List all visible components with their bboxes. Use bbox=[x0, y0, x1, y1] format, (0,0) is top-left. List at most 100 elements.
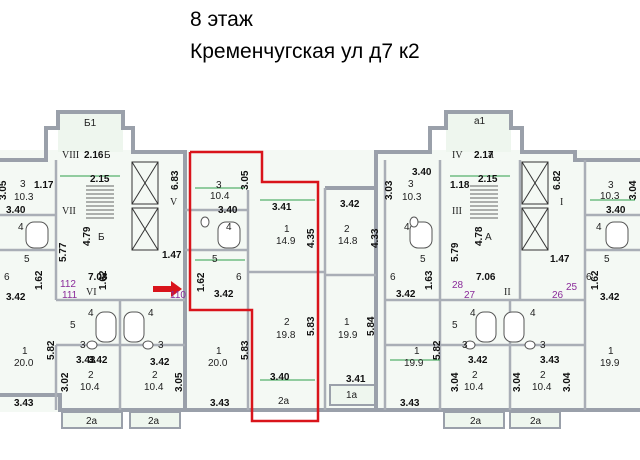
room-num-rb4a: 4 bbox=[470, 308, 476, 319]
room-num-rb2b: 2 bbox=[540, 370, 546, 381]
interior-walls bbox=[0, 160, 640, 410]
room-num-rb4b: 4 bbox=[530, 308, 536, 319]
room-area-c2: 14.8 bbox=[338, 236, 358, 247]
dim-305b: 3.05 bbox=[174, 372, 185, 392]
room-roman-IV: IV bbox=[452, 150, 463, 161]
dim-162a: 1.62 bbox=[34, 270, 45, 290]
room-num-ll2b: 2 bbox=[152, 370, 158, 381]
dim-435: 4.35 bbox=[306, 228, 317, 248]
room-area-ll1: 20.0 bbox=[14, 358, 34, 369]
dim-304b: 3.04 bbox=[512, 372, 523, 392]
number-27: 27 bbox=[464, 290, 476, 301]
room-area-lm1: 20.0 bbox=[208, 358, 228, 369]
dim-162c: 1.62 bbox=[196, 272, 207, 292]
dim-343d: 3.43 bbox=[400, 398, 420, 409]
dim-162d: 1.62 bbox=[590, 270, 601, 290]
room-roman-VI: VI bbox=[86, 287, 97, 298]
room-num-c2: 2 bbox=[344, 224, 350, 235]
loggias bbox=[61, 384, 561, 429]
elevator-shaft-icon bbox=[131, 161, 549, 251]
dim-342f: 3.42 bbox=[468, 355, 488, 366]
dim-579: 5.79 bbox=[450, 242, 461, 262]
dim-343a: 3.43 bbox=[14, 398, 34, 409]
room-num-lm1: 1 bbox=[216, 346, 222, 357]
room-area-ll2b: 10.4 bbox=[144, 382, 164, 393]
dim-341a: 3.41 bbox=[272, 202, 292, 213]
dim-582b: 5.82 bbox=[432, 340, 443, 360]
loggia-2a-mid: 2а bbox=[148, 416, 160, 427]
room-num-ll3b: 3 bbox=[158, 340, 164, 351]
room-num-ll3a: 3 bbox=[80, 340, 86, 351]
dim-304c: 3.04 bbox=[562, 372, 573, 392]
room-area-rb2a: 10.4 bbox=[464, 382, 484, 393]
room-num-hl1: 1 bbox=[284, 224, 290, 235]
dim-583b: 5.83 bbox=[306, 316, 317, 336]
room-roman-VIII: VIII bbox=[62, 150, 79, 161]
dim-163: 1.63 bbox=[424, 270, 435, 290]
dim-584: 5.84 bbox=[366, 316, 377, 336]
room-area-hl1: 14.9 bbox=[276, 236, 296, 247]
dimension-lines bbox=[60, 175, 635, 381]
dim-342g: 3.42 bbox=[340, 199, 360, 210]
room-num-ll5: 5 bbox=[70, 320, 76, 331]
dim-162b: 1.62 bbox=[98, 270, 109, 290]
loggia-2a-right: 2а bbox=[470, 416, 482, 427]
number-25: 25 bbox=[566, 282, 578, 293]
room-num-rr6: 6 bbox=[586, 272, 592, 283]
dim-343e: 3.43 bbox=[540, 355, 560, 366]
room-num-rm4: 4 bbox=[404, 222, 410, 233]
room-area-rr1: 19.9 bbox=[600, 358, 620, 369]
dim-683: 6.83 bbox=[170, 170, 181, 190]
room-roman-V: V bbox=[170, 197, 178, 208]
dim-340e: 3.40 bbox=[270, 372, 290, 383]
dim-305: 3.05 bbox=[240, 170, 251, 190]
dim-118: 1.18 bbox=[450, 180, 470, 191]
room-num-rr3: 3 bbox=[608, 180, 614, 191]
dim-478: 4.78 bbox=[474, 226, 485, 246]
room-area-c1: 19.9 bbox=[338, 330, 358, 341]
number-110: 110 bbox=[170, 290, 186, 301]
dim-341b: 3.41 bbox=[346, 374, 366, 385]
room-roman-I: I bbox=[560, 197, 563, 208]
room-num-rr5: 5 bbox=[604, 254, 610, 265]
address-title: Кременчугская ул д7 к2 bbox=[190, 40, 420, 63]
highlighted-apartment-outline bbox=[188, 150, 320, 423]
dim-215a: 2.15 bbox=[90, 174, 110, 185]
letter-a-2: а bbox=[488, 150, 494, 161]
dim-682: 6.82 bbox=[552, 170, 563, 190]
dim-340a: 3.40 bbox=[6, 205, 26, 216]
letter-a-1: А bbox=[485, 232, 492, 243]
dim-583a: 5.83 bbox=[240, 340, 251, 360]
dim-340c: 3.40 bbox=[412, 167, 432, 178]
dim-217: 2.17 bbox=[474, 150, 494, 161]
room-area-rb2b: 10.4 bbox=[532, 382, 552, 393]
staircase-icon bbox=[86, 185, 498, 219]
entrance-arrow-icon bbox=[153, 281, 182, 297]
dim-215b: 2.15 bbox=[478, 174, 498, 185]
room-num-lw5: 5 bbox=[24, 254, 30, 265]
dim-342d: 3.42 bbox=[600, 292, 620, 303]
dim-433: 4.33 bbox=[370, 228, 381, 248]
toilet-icon bbox=[86, 216, 536, 350]
number-111: 111 bbox=[62, 290, 78, 301]
dim-342e: 3.42 bbox=[150, 357, 170, 368]
dim-147a: 1.47 bbox=[162, 250, 182, 261]
dim-303: 3.03 bbox=[384, 180, 395, 200]
room-num-ll4a: 4 bbox=[88, 308, 94, 319]
room-num-rb5: 5 bbox=[452, 320, 458, 331]
number-28: 28 bbox=[452, 280, 464, 291]
letter-b-2: Б bbox=[98, 232, 105, 243]
room-area-ll2a: 10.4 bbox=[80, 382, 100, 393]
dim-708: 7.08 bbox=[88, 272, 108, 283]
dim-117: 1.17 bbox=[34, 180, 54, 191]
room-num-rm3: 3 bbox=[408, 179, 414, 190]
loggia-1a: 1а bbox=[346, 390, 358, 401]
loggia-2a-highlight: 2а bbox=[278, 396, 290, 407]
room-area-rb1: 19.9 bbox=[404, 358, 424, 369]
loggia-label-a1: а1 bbox=[474, 116, 486, 127]
room-area-rm3: 10.3 bbox=[402, 192, 422, 203]
room-area-lw3: 10.3 bbox=[14, 192, 34, 203]
dim-342h: 3.42 bbox=[88, 355, 108, 366]
exterior-walls bbox=[0, 110, 640, 412]
room-num-rr1: 1 bbox=[608, 346, 614, 357]
